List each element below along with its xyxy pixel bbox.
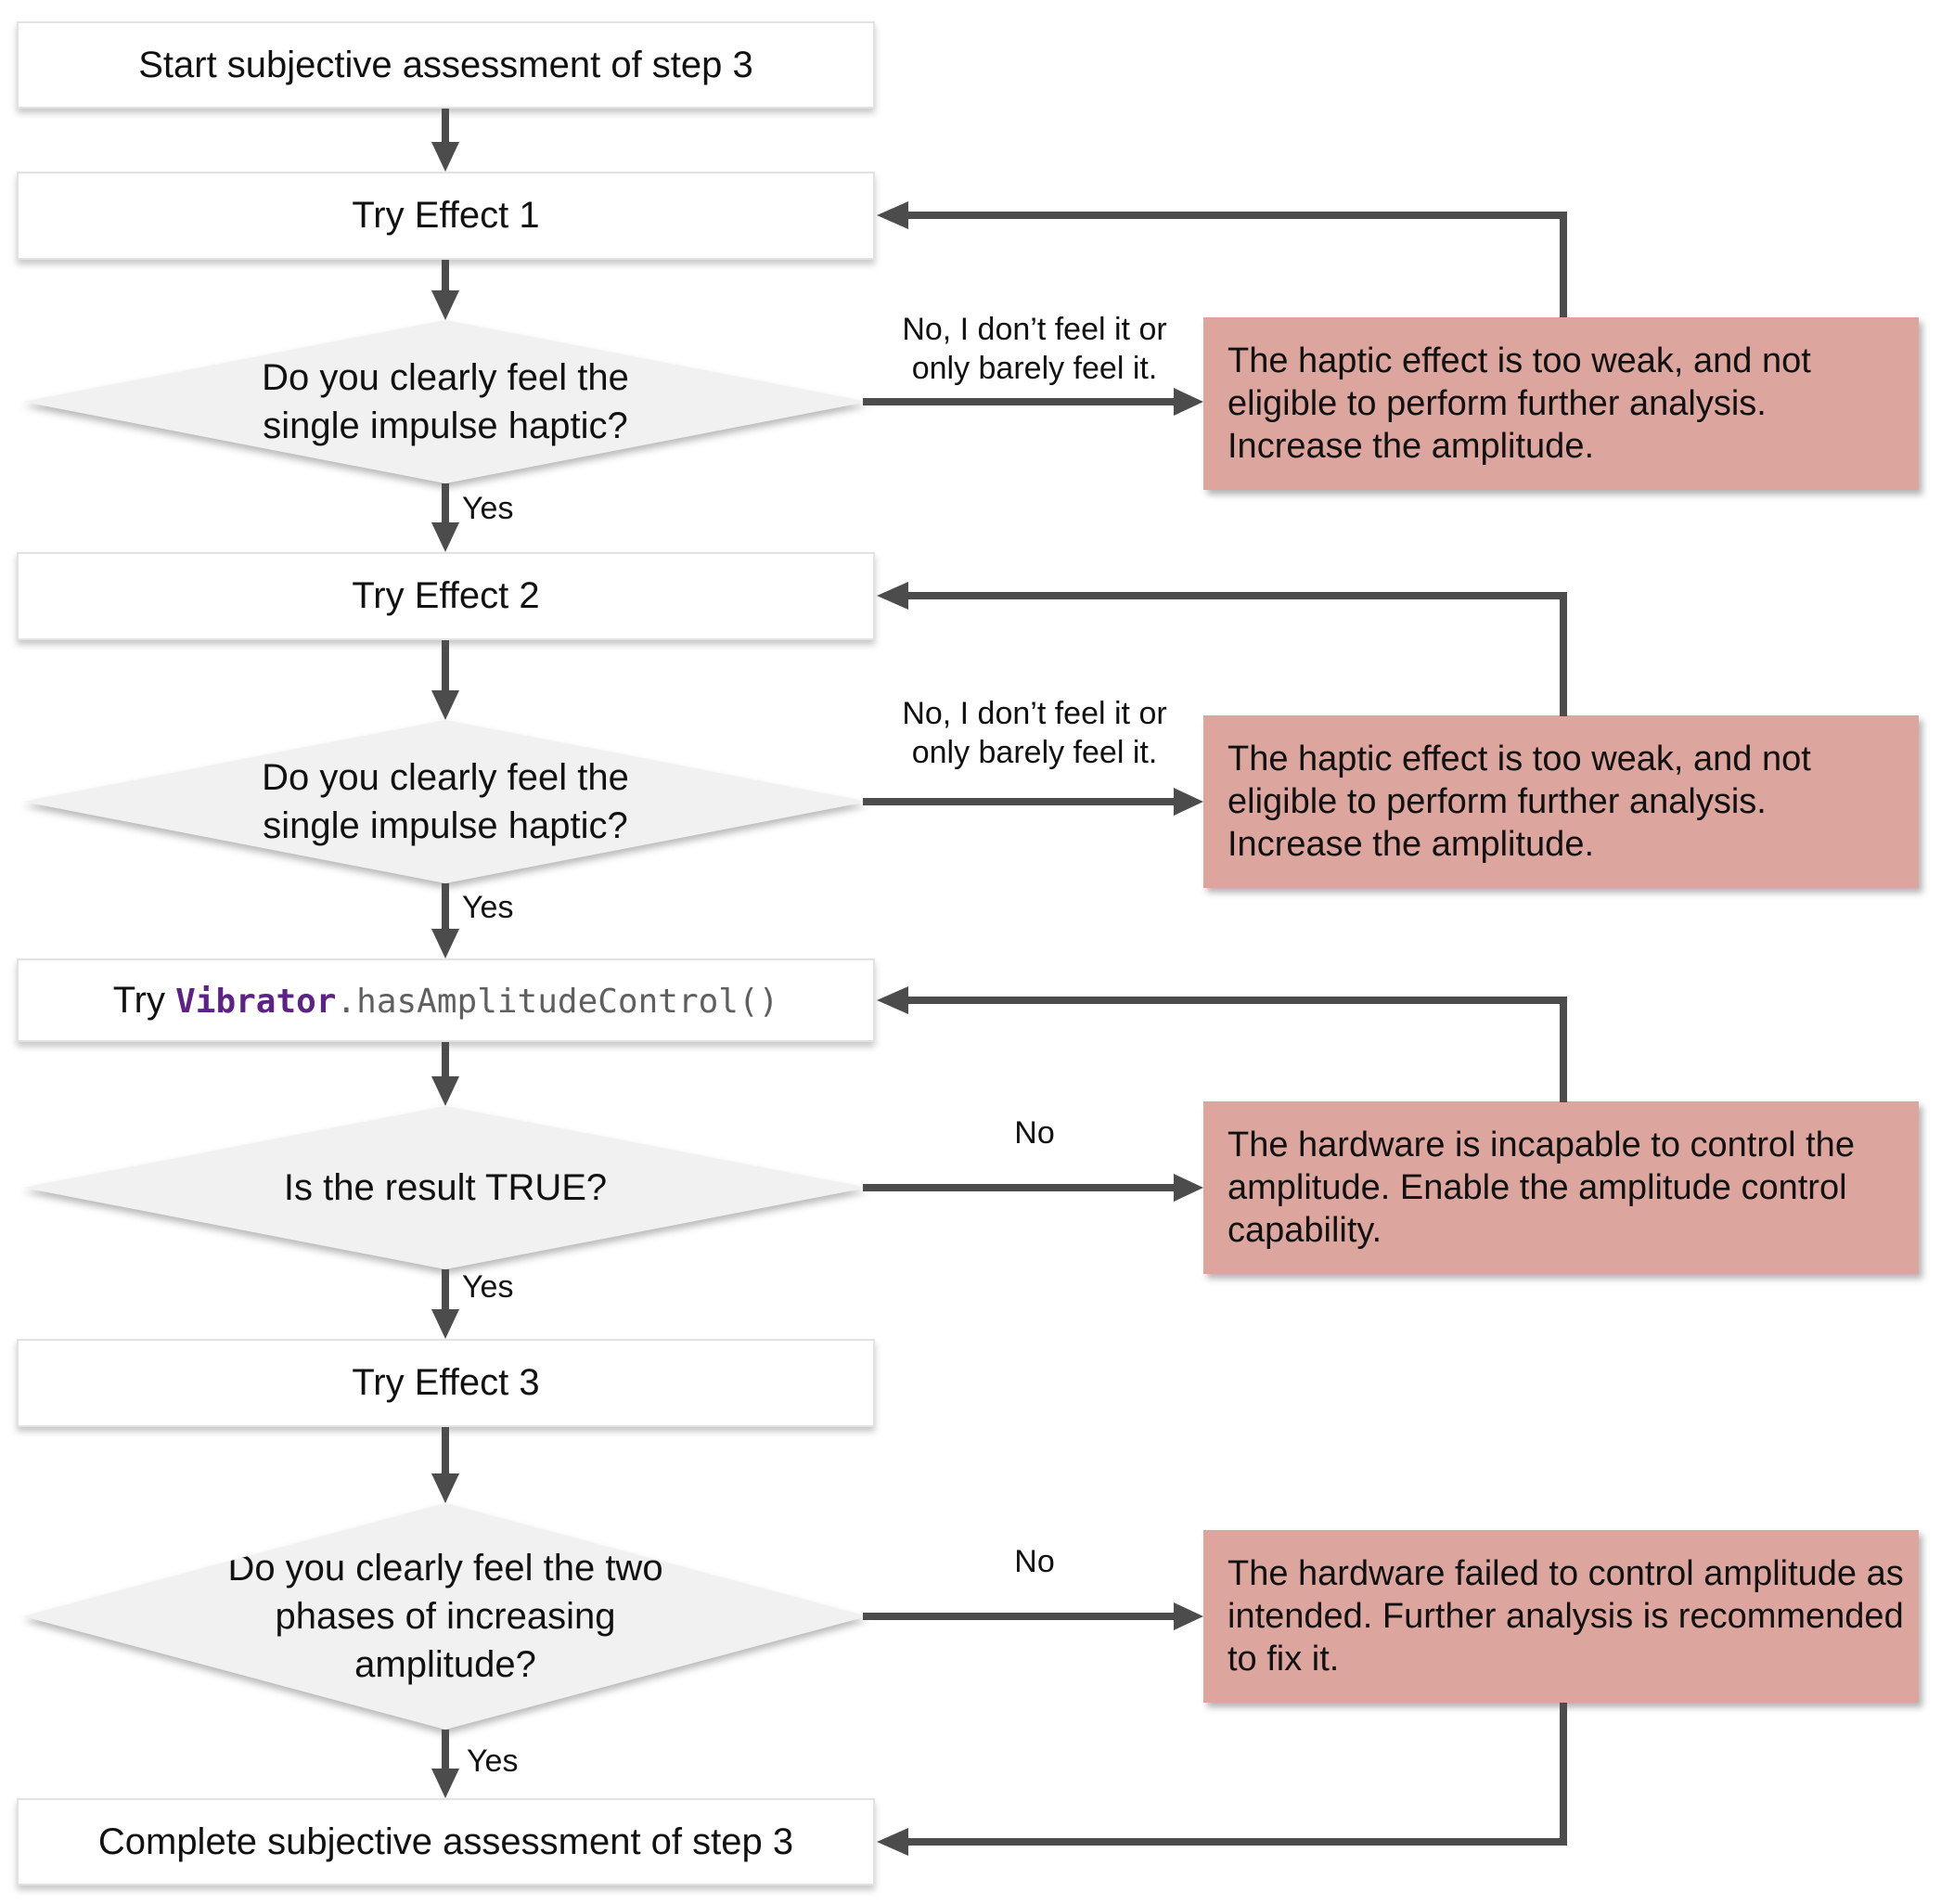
connector-line bbox=[863, 1184, 1174, 1191]
alert-text-line: capability. bbox=[1228, 1211, 1382, 1250]
connector-line bbox=[863, 1613, 1174, 1620]
connector-line bbox=[908, 592, 1567, 599]
decision-text-line: Do you clearly feel the bbox=[262, 357, 629, 398]
connector-line bbox=[908, 1838, 1567, 1846]
alert-text-line: amplitude. Enable the amplitude control bbox=[1228, 1168, 1847, 1207]
edge-label-yes-3: Yes bbox=[462, 1269, 514, 1305]
alert-text-line: The hardware is incapable to control the bbox=[1228, 1126, 1855, 1164]
decision-text-line: Do you clearly feel the two bbox=[227, 1548, 663, 1589]
connector-line bbox=[1560, 212, 1567, 317]
edge-label-line: No, I don’t feel it or bbox=[902, 312, 1167, 347]
connector-line bbox=[442, 883, 449, 929]
decision-single-impulse-1: Do you clearly feel the single impulse h… bbox=[23, 320, 868, 483]
edge-label-yes-2: Yes bbox=[462, 890, 514, 925]
decision-text-line: Do you clearly feel the bbox=[262, 757, 629, 798]
edge-label-no-2: No bbox=[1014, 1544, 1055, 1579]
arrowhead-left-icon bbox=[877, 986, 908, 1014]
process-try-effect-3: Try Effect 3 bbox=[17, 1339, 875, 1427]
code-prefix: Try bbox=[112, 979, 165, 1021]
arrowhead-right-icon bbox=[1174, 1602, 1203, 1630]
connector-line bbox=[908, 212, 1567, 219]
process-complete: Complete subjective assessment of step 3 bbox=[17, 1798, 875, 1885]
alert-text-line: intended. Further analysis is recommende… bbox=[1228, 1597, 1904, 1636]
decision-text-line: phases of increasing bbox=[275, 1596, 616, 1637]
connector-line bbox=[1560, 997, 1567, 1102]
alert-too-weak-2: The haptic effect is too weak, and not e… bbox=[1203, 715, 1919, 888]
decision-text-line: single impulse haptic? bbox=[263, 805, 628, 846]
connector-line bbox=[442, 109, 449, 142]
alert-text-line: The haptic effect is too weak, and not bbox=[1228, 341, 1811, 380]
code-class-name: Vibrator bbox=[175, 982, 337, 1021]
code-statement: Try Vibrator .hasAmplitudeControl() bbox=[113, 980, 779, 1022]
decision-text-line: amplitude? bbox=[354, 1644, 536, 1685]
arrowhead-left-icon bbox=[877, 582, 908, 610]
alert-text-line: The hardware failed to control amplitude… bbox=[1228, 1554, 1904, 1593]
arrowhead-down-icon bbox=[431, 1769, 459, 1798]
arrowhead-down-icon bbox=[431, 290, 459, 320]
connector-line bbox=[908, 997, 1567, 1004]
alert-text-line: eligible to perform further analysis. bbox=[1228, 384, 1767, 423]
connector-line bbox=[442, 640, 449, 690]
connector-line bbox=[442, 260, 449, 290]
connector-line bbox=[442, 1269, 449, 1309]
arrowhead-left-icon bbox=[877, 201, 908, 229]
decision-single-impulse-2: Do you clearly feel the single impulse h… bbox=[23, 720, 868, 883]
process-start: Start subjective assessment of step 3 bbox=[17, 21, 875, 109]
edge-label-no-weak-2: No, I don’t feel it or only barely feel … bbox=[854, 694, 1215, 772]
edge-label-no-weak-1: No, I don’t feel it or only barely feel … bbox=[854, 310, 1215, 388]
arrowhead-down-icon bbox=[431, 142, 459, 172]
arrowhead-down-icon bbox=[431, 522, 459, 552]
arrowhead-right-icon bbox=[1174, 388, 1203, 416]
connector-line bbox=[442, 1427, 449, 1473]
decision-text-line: Is the result TRUE? bbox=[283, 1167, 608, 1208]
arrowhead-right-icon bbox=[1174, 788, 1203, 816]
alert-text-line: to fix it. bbox=[1228, 1640, 1340, 1679]
code-method-call: .hasAmplitudeControl() bbox=[336, 982, 779, 1021]
alert-hardware-incapable: The hardware is incapable to control the… bbox=[1203, 1101, 1919, 1274]
alert-hardware-failed: The hardware failed to control amplitude… bbox=[1203, 1530, 1919, 1703]
alert-text-line: eligible to perform further analysis. bbox=[1228, 782, 1767, 821]
arrowhead-down-icon bbox=[431, 1309, 459, 1339]
alert-too-weak-1: The haptic effect is too weak, and not e… bbox=[1203, 317, 1919, 490]
process-try-effect-1: Try Effect 1 bbox=[17, 172, 875, 260]
edge-label-yes-1: Yes bbox=[462, 491, 514, 526]
edge-label-line: No, I don’t feel it or bbox=[902, 696, 1167, 731]
connector-line bbox=[1560, 1703, 1567, 1846]
alert-text-line: The haptic effect is too weak, and not bbox=[1228, 740, 1811, 778]
connector-line bbox=[863, 398, 1174, 405]
arrowhead-down-icon bbox=[431, 690, 459, 720]
edge-label-line: only barely feel it. bbox=[911, 351, 1158, 386]
edge-label-line: only barely feel it. bbox=[911, 735, 1158, 770]
connector-line bbox=[442, 1730, 449, 1769]
connector-line bbox=[863, 798, 1174, 805]
alert-text-line: Increase the amplitude. bbox=[1228, 427, 1595, 466]
arrowhead-down-icon bbox=[431, 929, 459, 958]
arrowhead-left-icon bbox=[877, 1828, 908, 1856]
connector-line bbox=[442, 483, 449, 522]
arrowhead-down-icon bbox=[431, 1076, 459, 1106]
decision-text-line: single impulse haptic? bbox=[263, 405, 628, 446]
process-try-effect-2: Try Effect 2 bbox=[17, 552, 875, 640]
arrowhead-right-icon bbox=[1174, 1174, 1203, 1202]
edge-label-no-1: No bbox=[1014, 1115, 1055, 1151]
decision-result-true: Is the result TRUE? bbox=[23, 1106, 868, 1269]
process-try-has-amplitude-control: Try Vibrator .hasAmplitudeControl() bbox=[17, 958, 875, 1042]
connector-line bbox=[1560, 592, 1567, 716]
edge-label-yes-4: Yes bbox=[467, 1743, 519, 1779]
alert-text-line: Increase the amplitude. bbox=[1228, 825, 1595, 864]
arrowhead-down-icon bbox=[431, 1473, 459, 1503]
connector-line bbox=[442, 1042, 449, 1076]
decision-two-phases: Do you clearly feel the two phases of in… bbox=[23, 1503, 868, 1730]
